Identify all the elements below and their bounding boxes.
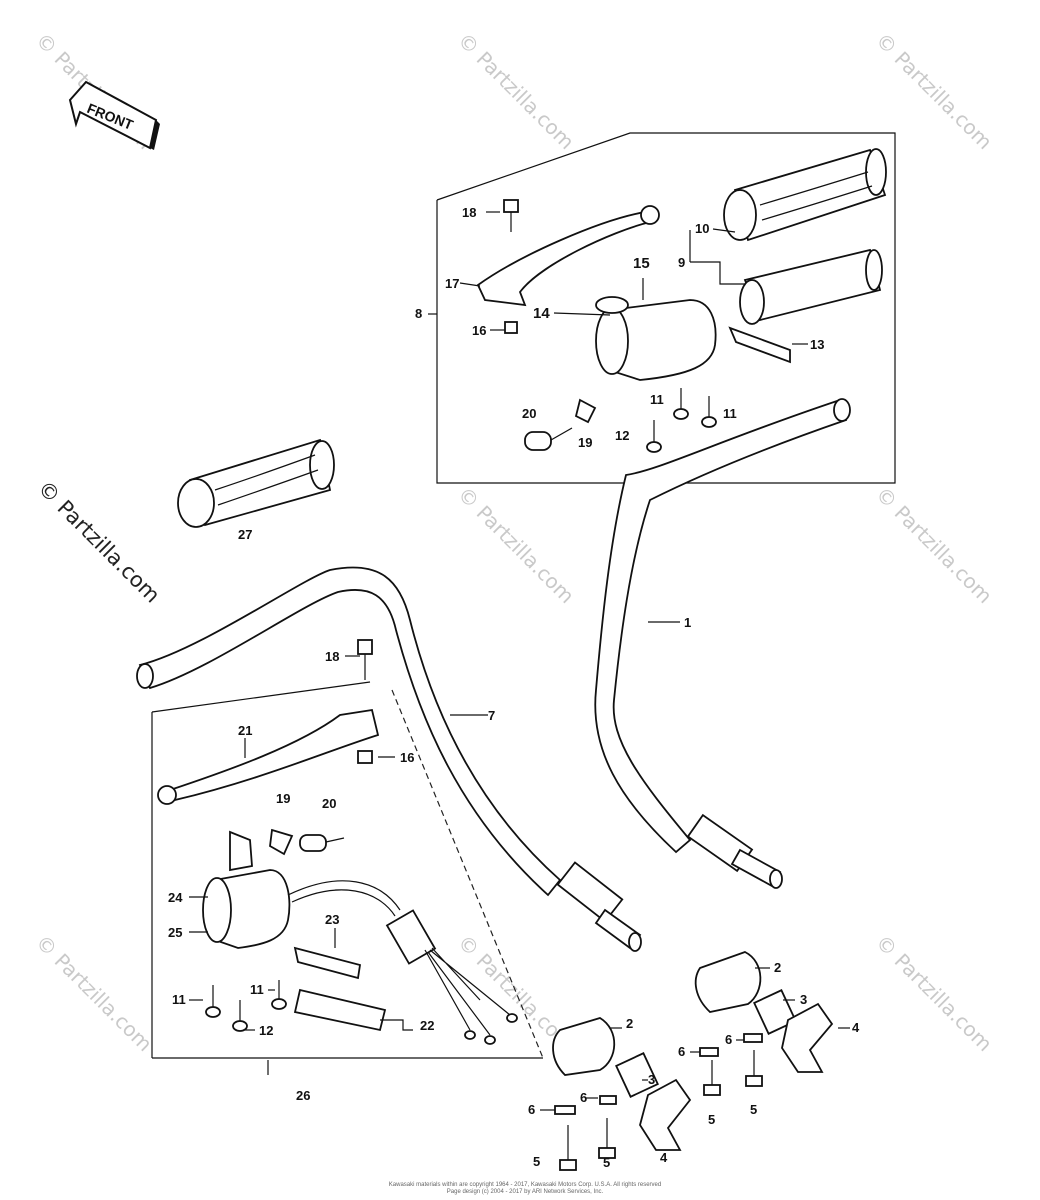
throttle-grip-9: [739, 248, 883, 325]
callout-11: 11: [650, 392, 664, 407]
callout-3: 3: [648, 1072, 655, 1087]
callout-9: 9: [678, 255, 685, 270]
callout-10: 10: [695, 221, 709, 236]
clip-13: [728, 326, 791, 364]
callouts: 18 17 8 16 14 15 10 9 13 20 19 12 11 11 …: [168, 205, 860, 1170]
grip-27: [177, 438, 335, 528]
callout-5: 5: [533, 1154, 540, 1169]
adjuster-20-lower: [299, 834, 345, 852]
callout-14: 14: [533, 305, 550, 322]
callout-12: 12: [615, 428, 629, 443]
callout-19: 19: [276, 791, 290, 806]
leader-lines: [189, 211, 850, 1111]
callout-17: 17: [445, 276, 459, 291]
locknut-19-lower: [269, 828, 294, 856]
callout-7: 7: [488, 708, 495, 723]
box-8-outline: [436, 132, 896, 484]
callout-20: 20: [522, 406, 536, 421]
bolt-18-upper: [503, 199, 519, 232]
callout-4: 4: [852, 1020, 860, 1035]
screw-11-lower-a: [205, 985, 221, 1018]
switch-housing-14: [595, 296, 717, 381]
grip-10: [723, 148, 887, 242]
callout-3: 3: [800, 992, 807, 1007]
clip-23: [293, 946, 362, 980]
callout-24: 24: [168, 890, 183, 905]
nut-16-upper: [504, 321, 518, 334]
locknut-19-upper: [574, 398, 597, 424]
callout-18: 18: [462, 205, 476, 220]
callout-27: 27: [238, 527, 252, 542]
callout-23: 23: [325, 912, 339, 927]
callout-11: 11: [723, 406, 737, 421]
screw-12-upper: [646, 420, 662, 453]
copyright-line-2: Page design (c) 2004 - 2017 by ARI Netwo…: [446, 1189, 604, 1195]
clamp-set-left: [552, 1017, 692, 1171]
handlebar-7: [136, 566, 642, 952]
callout-6: 6: [528, 1102, 535, 1117]
screw-11-upper-b: [701, 396, 717, 428]
callout-21: 21: [238, 723, 252, 738]
callout-6: 6: [725, 1032, 732, 1047]
bolt-18-lower: [357, 639, 373, 680]
copyright-line-1: Kawasaki materials within are copyright …: [388, 1182, 662, 1188]
callout-11: 11: [250, 982, 264, 997]
box-26-outline: [151, 681, 371, 713]
callout-25: 25: [168, 925, 182, 940]
callout-15: 15: [633, 255, 650, 272]
lever-17: [476, 205, 660, 307]
screw-11-lower-b: [271, 980, 287, 1010]
callout-20: 20: [322, 796, 336, 811]
clamp-set-right: [694, 951, 834, 1096]
callout-5: 5: [750, 1102, 757, 1117]
callout-22: 22: [420, 1018, 434, 1033]
adjuster-20-upper: [524, 427, 573, 451]
screw-12-lower: [232, 1000, 248, 1032]
callout-19: 19: [578, 435, 592, 450]
handlebar-1: [594, 398, 851, 889]
callout-2: 2: [774, 960, 781, 975]
callout-26: 26: [296, 1088, 310, 1103]
front-arrow: FRONT: [68, 80, 160, 150]
screw-11-upper-a: [673, 388, 689, 420]
callout-5: 5: [708, 1112, 715, 1127]
copyright-notice: Kawasaki materials within are copyright …: [365, 1182, 685, 1196]
nut-16-lower: [357, 750, 373, 764]
callout-1: 1: [684, 615, 691, 630]
callout-2: 2: [626, 1016, 633, 1031]
callout-16: 16: [472, 323, 486, 338]
callout-18: 18: [325, 649, 339, 664]
callout-5: 5: [603, 1155, 610, 1170]
callout-4: 4: [660, 1150, 668, 1165]
wires-22: [293, 909, 518, 1045]
switch-housing-24: [202, 830, 401, 949]
callout-8: 8: [415, 306, 422, 321]
callout-6: 6: [580, 1090, 587, 1105]
callout-13: 13: [810, 337, 824, 352]
callout-6: 6: [678, 1044, 685, 1059]
lever-21: [157, 708, 380, 805]
callout-12: 12: [259, 1023, 273, 1038]
callout-16: 16: [400, 750, 414, 765]
callout-11: 11: [172, 992, 186, 1007]
